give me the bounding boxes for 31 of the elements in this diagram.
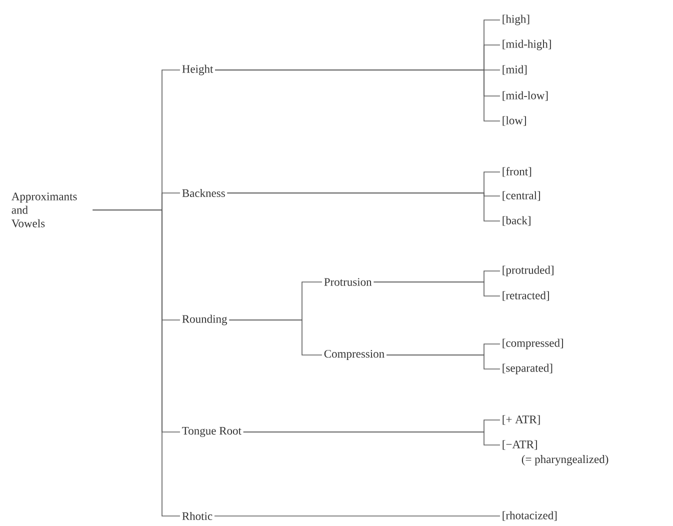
feature-label: Rhotic	[182, 512, 212, 520]
feature-label: Rounding	[182, 314, 228, 326]
value-label: [central]	[502, 191, 540, 201]
feature-label: Height	[182, 64, 214, 76]
connector-line	[373, 282, 500, 296]
feature-label: Backness	[182, 188, 225, 198]
category-label: Approximants and Vowels	[12, 192, 77, 228]
value-label: [mid-high]	[502, 40, 551, 50]
value-label: [low]	[502, 116, 526, 126]
value-label: [mid-low]	[502, 91, 548, 101]
feature-label: Tongue Root	[182, 427, 242, 437]
value-label: [back]	[502, 216, 530, 226]
connector-line	[214, 70, 500, 122]
value-label: [retracted]	[502, 291, 549, 301]
connector-line	[226, 192, 500, 222]
value-label: [compressed]	[502, 338, 563, 350]
connector-line	[228, 320, 322, 356]
value-label: [rhotacized]	[502, 511, 557, 521]
note-text: (= pharyngealized)	[522, 455, 608, 466]
feature-label: Protrusion	[324, 278, 372, 286]
value-label: [separated]	[502, 364, 552, 374]
connector-line	[92, 210, 180, 516]
value-label: [+ ATR]	[502, 415, 540, 425]
value-label: [−ATR]	[502, 440, 537, 450]
value-label: [front]	[502, 167, 532, 177]
value-label: [protruded]	[502, 266, 554, 276]
value-label: [high]	[502, 14, 530, 26]
connector-line	[386, 354, 500, 370]
value-label: [mid]	[502, 65, 527, 75]
connector-line	[242, 432, 500, 446]
feature-label: Compression	[324, 350, 384, 360]
